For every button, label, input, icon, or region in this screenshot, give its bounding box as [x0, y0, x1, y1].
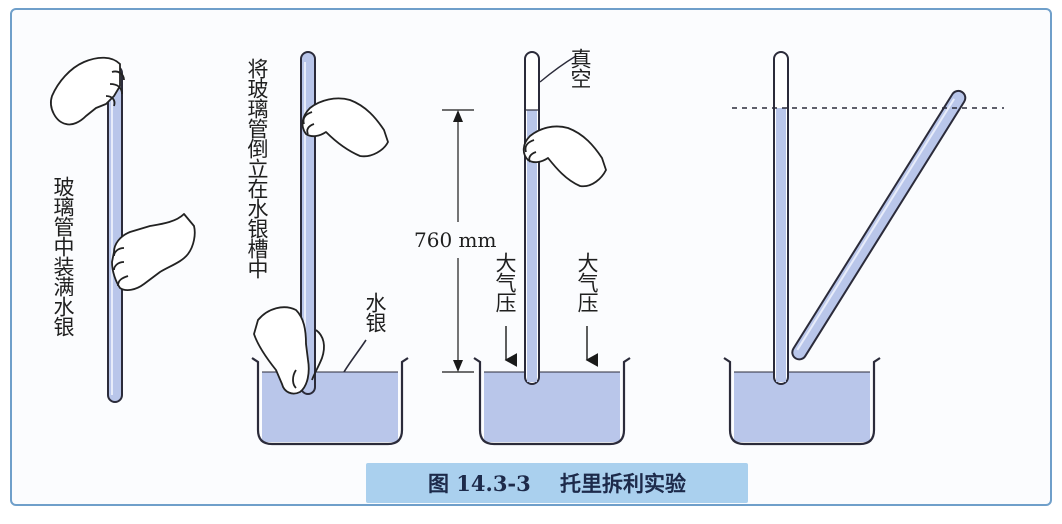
label-fill-tube: 玻璃管中装满水银: [51, 176, 75, 336]
label-atm-right: 大气压: [575, 252, 599, 312]
mercury-pool-step4: [734, 372, 870, 442]
hand-icon-bottom-step1: [111, 213, 196, 291]
label-invert-tube: 将玻璃管倒立在水银槽中: [245, 58, 269, 278]
height-dimension-760mm: [442, 109, 474, 373]
hand-icon-top-step2: [301, 97, 389, 158]
mercury-pool-step3: [484, 372, 620, 442]
trough-step4: [723, 357, 881, 446]
step4-tilted-tube: [791, 89, 967, 361]
figure-title: 托里拆利实验: [560, 471, 687, 496]
mercury-column-step3: [527, 110, 537, 382]
hand-icon-step3: [522, 125, 607, 188]
figure-number: 图 14.3-3: [427, 471, 531, 496]
trough-step3: [473, 357, 631, 446]
mercury-pointer-line: [343, 339, 367, 373]
figure-caption: 图 14.3-3 托里拆利实验: [366, 463, 748, 503]
label-vacuum: 真空: [568, 48, 592, 88]
trough-step2: [251, 357, 409, 446]
hand-icon-top-step1: [50, 56, 125, 126]
hand-icon-bottom-step2: [253, 306, 325, 395]
step4-vertical-tube: [773, 51, 789, 385]
label-height-760mm: 760 mm: [414, 228, 497, 252]
vacuum-pointer-line: [539, 55, 577, 83]
step3-tube: [524, 51, 540, 385]
glass-tube-full-mercury: [107, 65, 123, 403]
label-atm-left: 大气压: [493, 252, 517, 312]
label-mercury: 水银: [363, 292, 387, 332]
step2-tube: [300, 51, 316, 395]
step1-tube-filled: [107, 65, 123, 403]
